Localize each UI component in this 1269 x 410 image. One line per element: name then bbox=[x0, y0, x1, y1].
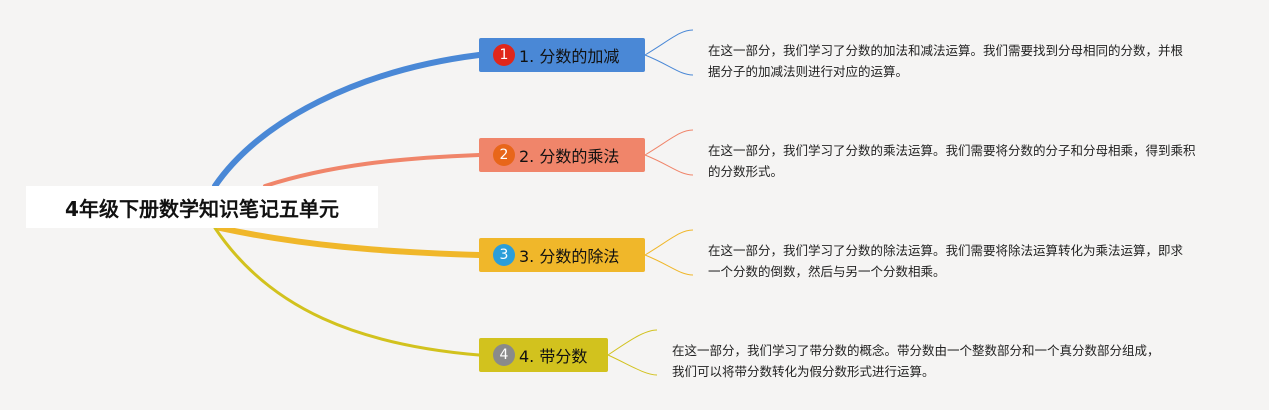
description-mixed-numbers[interactable]: 在这一部分，我们学习了带分数的概念。带分数由一个整数部分和一个真分数部分组成，我… bbox=[672, 343, 1160, 379]
branch-node-mixed-numbers[interactable]: 4 4. 带分数 bbox=[479, 338, 608, 372]
branch-node-multiplication[interactable]: 2 2. 分数的乘法 bbox=[479, 138, 645, 172]
branch-node-addition-subtraction[interactable]: 1 1. 分数的加减 bbox=[479, 38, 645, 72]
root-topic[interactable]: 4年级下册数学知识笔记五单元 bbox=[26, 186, 378, 228]
description-multiplication[interactable]: 在这一部分，我们学习了分数的乘法运算。我们需要将分数的分子和分母相乘，得到乘积的… bbox=[708, 143, 1196, 179]
description-division[interactable]: 在这一部分，我们学习了分数的除法运算。我们需要将除法运算转化为乘法运算，即求一个… bbox=[708, 243, 1184, 279]
priority-1-icon: 1 bbox=[493, 44, 515, 66]
branch-label: 3. 分数的除法 bbox=[519, 247, 620, 266]
branch-node-division[interactable]: 3 3. 分数的除法 bbox=[479, 238, 645, 272]
priority-2-icon: 2 bbox=[493, 144, 515, 166]
description-addition-subtraction[interactable]: 在这一部分，我们学习了分数的加法和减法运算。我们需要找到分母相同的分数，并根据分… bbox=[708, 43, 1184, 79]
priority-4-icon: 4 bbox=[493, 344, 515, 366]
branch-label: 1. 分数的加减 bbox=[519, 47, 620, 66]
priority-3-icon: 3 bbox=[493, 244, 515, 266]
branch-label: 4. 带分数 bbox=[519, 347, 588, 366]
branch-label: 2. 分数的乘法 bbox=[519, 147, 620, 166]
